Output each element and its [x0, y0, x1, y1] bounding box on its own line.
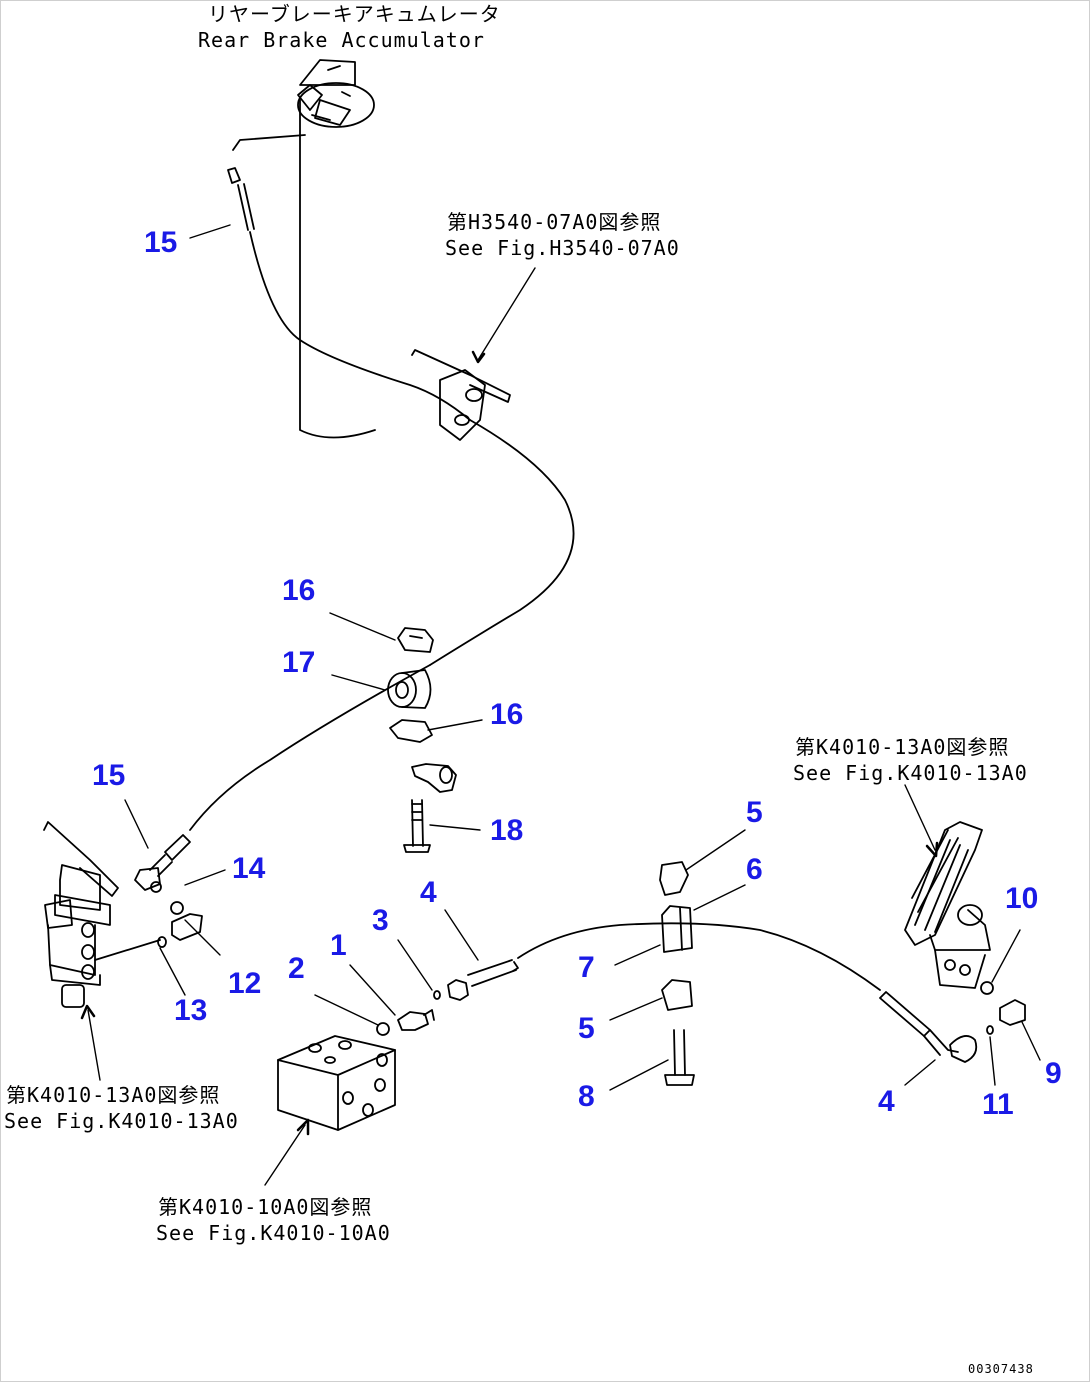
part-label-11: 11 [982, 1088, 1014, 1121]
fittings-block [376, 990, 441, 1036]
clamp-group-upper [387, 627, 457, 793]
clamp-group-right [659, 861, 695, 1086]
hose-4 [447, 922, 978, 1063]
part-label-10: 10 [1005, 882, 1039, 915]
ref-k4010-left-jp: 第K4010-13A0図参照 [6, 1083, 221, 1107]
ref-h3540-en: See Fig.H3540-07A0 [445, 236, 680, 260]
valve-block [277, 1035, 396, 1131]
part-label-14: 14 [232, 852, 266, 885]
bolt-18 [403, 799, 431, 853]
part-label-16-top: 16 [282, 574, 316, 607]
part-label-6: 6 [746, 853, 763, 886]
part-label-2: 2 [288, 952, 305, 985]
part-label-4-right: 4 [878, 1085, 895, 1118]
brake-pedal-right [904, 821, 991, 989]
drawing-code: 00307438 [968, 1362, 1034, 1376]
ref-k4010-left-en: See Fig.K4010-13A0 [4, 1109, 239, 1133]
leader-lines [80, 224, 1041, 1186]
ref-h3540-jp: 第H3540-07A0図参照 [447, 210, 662, 234]
part-label-7: 7 [578, 951, 595, 984]
ref-k4010-block-jp: 第K4010-10A0図参照 [158, 1195, 373, 1219]
part-label-13: 13 [174, 994, 208, 1027]
part-label-4-top: 4 [420, 876, 437, 909]
part-label-8: 8 [578, 1080, 595, 1113]
hose-15-top [227, 134, 575, 666]
part-label-5-bottom: 5 [578, 1012, 595, 1045]
part-label-18: 18 [490, 814, 524, 847]
part-label-16-mid: 16 [490, 698, 524, 731]
accumulator-label-en: Rear Brake Accumulator [198, 28, 485, 52]
fittings-right [980, 981, 1026, 1035]
part-label-17: 17 [282, 646, 316, 679]
part-label-5-top: 5 [746, 796, 763, 829]
accumulator-label-jp: リヤーブレーキアキュムレータ [208, 2, 501, 26]
part-label-3: 3 [372, 904, 389, 937]
ref-k4010-block-en: See Fig.K4010-10A0 [156, 1221, 391, 1245]
fittings-left [150, 881, 203, 948]
part-label-9: 9 [1045, 1057, 1062, 1090]
part-label-15-left: 15 [92, 759, 126, 792]
ref-k4010-pedal-en: See Fig.K4010-13A0 [793, 761, 1028, 785]
part-label-1: 1 [330, 929, 347, 962]
hose-15-lower [134, 664, 431, 891]
clamp-bracket-h3540 [411, 349, 511, 441]
part-label-12: 12 [228, 967, 262, 1000]
ref-k4010-pedal-jp: 第K4010-13A0図参照 [795, 735, 1010, 759]
brake-valve-left [43, 821, 161, 1008]
accumulator [297, 59, 376, 439]
part-label-15-top: 15 [144, 226, 178, 259]
